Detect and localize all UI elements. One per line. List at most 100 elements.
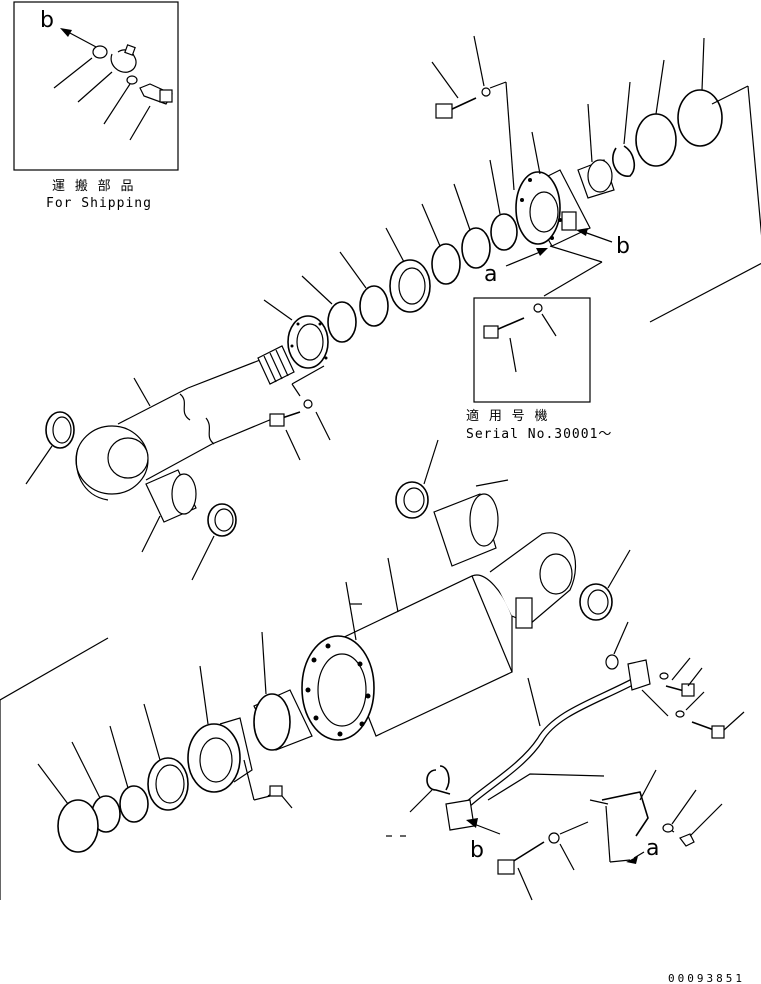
rod-body-edges — [117, 387, 213, 481]
washer-pipe-lower — [548, 832, 560, 844]
clip-tab — [124, 44, 136, 56]
u-bolt — [426, 765, 451, 795]
piston-plate — [287, 315, 329, 369]
inset-shipping-frame — [13, 1, 179, 171]
head-port — [561, 211, 577, 231]
leader-washer-pipe-1 — [671, 657, 691, 681]
arrow-head-b-bottom — [466, 818, 478, 828]
leader-nut-pipe — [689, 803, 723, 837]
leader-tube-seal-2 — [607, 549, 631, 589]
leader-clip — [77, 71, 113, 103]
arrow-line-a-top — [505, 251, 541, 267]
leader-head-washer — [473, 35, 485, 87]
leader-pipe — [527, 677, 541, 727]
leader-rod-bushing — [141, 515, 161, 553]
shipping-caption-jp: 運 搬 部 品 — [52, 179, 135, 194]
pipe-flange-bottom — [445, 799, 475, 831]
arrow-line-b-top — [583, 231, 613, 243]
washer-pipe-3 — [662, 823, 674, 833]
leader-o-ring-lower — [37, 763, 69, 805]
bolt-small-1 — [269, 413, 285, 427]
leader-tube — [387, 557, 399, 613]
washer-pipe-1 — [659, 672, 669, 680]
leader-ring-lower-1 — [143, 703, 161, 761]
piston — [389, 259, 431, 313]
o-ring-large-2 — [677, 89, 723, 147]
leader-rod-seal — [191, 535, 215, 581]
leader-rod — [133, 377, 151, 407]
ring-1 — [327, 301, 357, 343]
arrow-head-a-bottom — [626, 856, 638, 864]
head-washer — [481, 87, 491, 97]
leader-u-bolt — [409, 789, 433, 813]
arrow-head-a-top — [536, 248, 548, 256]
ring-lower-1 — [147, 757, 189, 811]
leader-piston-lower — [199, 665, 209, 725]
leader-washer-serial — [541, 313, 557, 337]
leader-ring-2 — [339, 251, 367, 289]
serial-caption-en: Serial No.30001～ — [466, 427, 613, 442]
leader-head-bushing — [587, 103, 593, 163]
plug — [605, 654, 619, 670]
piston-group-lower — [0, 631, 313, 900]
inset-shipping-box — [13, 1, 179, 171]
leader-snap-ring — [623, 81, 631, 145]
arrow-head-b-inset — [60, 28, 72, 37]
leader-rod-end-seal — [25, 445, 53, 485]
leader-piston-plate — [263, 299, 293, 321]
rod-end-seal — [45, 411, 75, 449]
leader-ring-lower-2 — [109, 725, 129, 789]
tube-seal-2 — [579, 583, 613, 621]
leader-set-screw — [281, 795, 293, 809]
leader-ring-4 — [453, 183, 471, 231]
leader-clamp — [639, 769, 657, 801]
pipe-flange-top — [627, 659, 651, 691]
leader-washer-pipe-3 — [671, 789, 697, 825]
leader-piston — [385, 227, 405, 263]
rod-assembly — [25, 159, 518, 581]
leader-ring-lower-3 — [71, 741, 101, 799]
rod-eye-side — [75, 447, 109, 501]
leader-tube-seal-1 — [423, 439, 439, 485]
tube-flange — [301, 635, 375, 741]
pipe-outer — [457, 674, 642, 815]
leader-o-ring-2 — [701, 37, 705, 91]
label-a-top: a — [484, 262, 498, 287]
ring-lower-2 — [119, 785, 149, 823]
washer-small-1 — [303, 399, 313, 409]
washer-serial — [533, 303, 543, 313]
leader-bolt-serial — [509, 337, 517, 373]
bolt-pipe-1 — [681, 683, 695, 697]
arrow-line-b-inset — [67, 31, 99, 49]
rod-bushing-seal — [207, 503, 237, 537]
leader-washer-small-1 — [315, 411, 331, 441]
inset-serial-box — [473, 297, 591, 403]
label-b-top-right: b — [616, 234, 630, 259]
head-bolt — [435, 103, 453, 119]
cap-part — [92, 45, 108, 59]
leader-wear-ring — [261, 631, 267, 695]
arrow-head-b-top — [576, 228, 588, 236]
bolt-serial — [483, 325, 499, 339]
leader-o-ring-1 — [655, 59, 665, 115]
label-b-bottom: b — [470, 838, 484, 863]
leader-head-bolt — [431, 61, 459, 99]
leader-ring-3 — [421, 203, 441, 247]
set-screw — [269, 785, 283, 797]
cylinder-tube — [301, 439, 631, 741]
cylinder-head — [431, 35, 761, 323]
snap-ring — [612, 145, 636, 177]
leader-plug — [613, 621, 629, 655]
ring-2 — [359, 285, 389, 327]
tube-clevis-bore — [539, 553, 573, 595]
leader-washer — [103, 83, 131, 125]
ring-5 — [490, 213, 518, 251]
drawing-code: 00093851 — [668, 972, 745, 984]
o-ring-lower — [57, 799, 99, 853]
leader-bolt-pipe-1 — [687, 667, 703, 687]
leader-tube-bushing — [475, 479, 509, 487]
leader-head — [531, 131, 541, 175]
leader-bolt-small-1 — [285, 429, 301, 461]
rod-eye-bore — [107, 437, 149, 479]
